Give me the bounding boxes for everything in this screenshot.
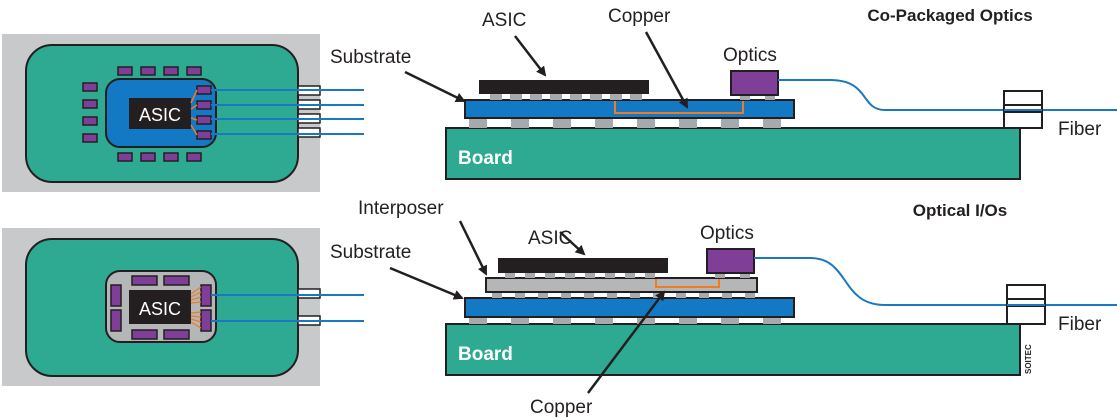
board-label: Board: [458, 344, 513, 365]
substrate-arrow: [404, 70, 466, 103]
top-plan-view: ASIC: [2, 34, 364, 192]
bottom-plan-view: ASIC: [2, 228, 364, 386]
copper-trace: [614, 101, 744, 114]
optics-chip: [110, 284, 122, 307]
optics-chip: [82, 99, 98, 109]
title-optical-ios: Optical I/Os: [913, 201, 1007, 220]
asic: [498, 258, 668, 273]
optics-chip: [163, 329, 190, 340]
plan-fibers: [211, 89, 364, 135]
asic-arrow: [559, 231, 586, 256]
substrate-label: Substrate: [330, 242, 411, 263]
solder-bumps-board: [469, 118, 781, 128]
fiber: [778, 79, 1117, 111]
optics-chip: [140, 66, 156, 76]
title-co-packaged-optics: Co-Packaged Optics: [867, 6, 1032, 25]
optics-chip: [117, 152, 133, 162]
fiber: [754, 257, 1117, 306]
board: [445, 323, 1021, 376]
asic: [479, 80, 649, 94]
substrate: [464, 297, 795, 318]
plan-asic-label: ASIC: [139, 299, 181, 319]
plan-copper-traces: [190, 286, 202, 329]
plan-asic-label: ASIC: [139, 105, 181, 125]
optics-chip: [131, 275, 158, 286]
board-label: Board: [458, 148, 513, 169]
asic-arrow: [514, 35, 547, 77]
optics-chip: [117, 66, 133, 76]
optics-chip: [200, 309, 212, 332]
fiber-clamp: [1003, 90, 1043, 129]
optics-chip: [82, 116, 98, 126]
asic-label: ASIC: [482, 10, 526, 31]
optics-chip: [163, 66, 179, 76]
optics-chip: [196, 100, 212, 110]
substrate-label: Substrate: [330, 47, 411, 68]
optics-chip: [163, 275, 190, 286]
top-cross-section: Co-Packaged Optics Board: [330, 6, 1117, 180]
solder-bumps-interposer: [492, 292, 755, 298]
copper-arrow: [644, 31, 689, 109]
plan-optics-chips: [110, 275, 212, 340]
fiber-label: Fiber: [1058, 119, 1102, 140]
optics-label: Optics: [700, 223, 754, 244]
optics-label: Optics: [723, 45, 777, 66]
optics-chip: [163, 152, 179, 162]
plan-asic: [129, 98, 191, 129]
interposer: [485, 277, 758, 293]
fiber-clamp: [1006, 284, 1046, 325]
plan-asic: [129, 290, 191, 324]
copper-arrow: [587, 290, 666, 394]
optics-chip: [186, 152, 202, 162]
bottom-cross-section: Optical I/Os Board: [330, 198, 1117, 418]
optics-chip: [82, 82, 98, 92]
optics-chip: [196, 85, 212, 95]
substrate-arrow: [389, 266, 464, 300]
interposer-arrow: [458, 220, 488, 276]
optics-chip: [196, 115, 212, 125]
copper-label: Copper: [530, 397, 593, 418]
optics-chip: [186, 66, 202, 76]
optics-chip: [140, 152, 156, 162]
copper-label: Copper: [608, 6, 671, 27]
solder-bumps-board: [469, 317, 781, 324]
solder-bumps-asic: [490, 94, 775, 100]
optics-chip: [730, 70, 779, 96]
plan-fibers: [211, 294, 364, 322]
optics-chip: [110, 309, 122, 332]
plan-copper-traces: [190, 89, 198, 136]
board: [445, 127, 1021, 180]
optics-chip: [706, 248, 755, 274]
optics-chip: [196, 130, 212, 140]
credit-label: SOITEC: [1024, 344, 1033, 374]
substrate: [464, 99, 795, 119]
solder-bumps-asic: [505, 273, 750, 278]
copper-trace: [655, 279, 720, 288]
optics-chip: [82, 133, 98, 143]
interposer-label: Interposer: [358, 198, 444, 219]
optics-chip: [200, 284, 212, 307]
fiber-label: Fiber: [1058, 314, 1102, 335]
optics-chip: [131, 329, 158, 340]
